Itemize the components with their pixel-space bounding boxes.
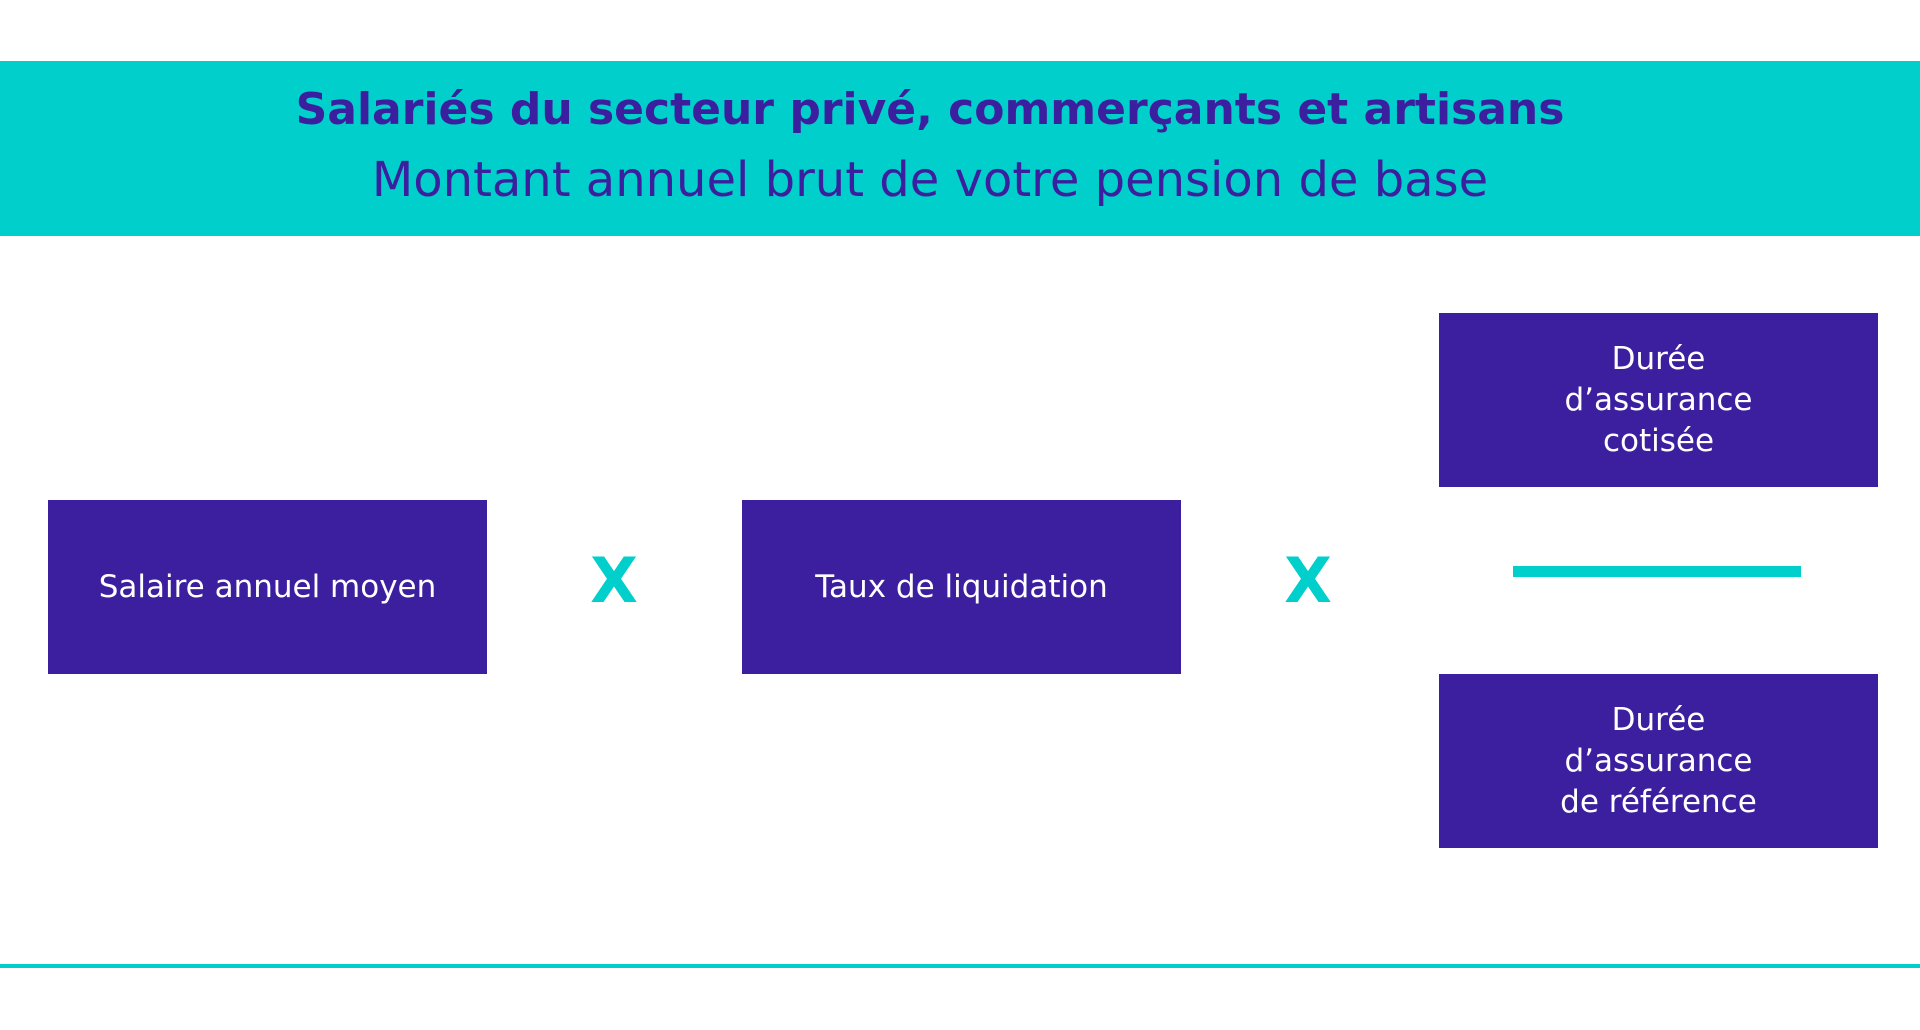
- factor-salaire-annuel-moyen: Salaire annuel moyen: [48, 500, 487, 674]
- multiply-operator: X: [590, 544, 638, 617]
- fraction-denominator: Durée d’assurance de référence: [1439, 674, 1878, 848]
- bottom-divider: [0, 964, 1920, 968]
- numerator-label: Durée d’assurance cotisée: [1439, 339, 1878, 462]
- diagram-subtitle: Montant annuel brut de votre pension de …: [371, 152, 1489, 208]
- header-band: [0, 61, 1920, 236]
- numerator-line: Durée: [1611, 340, 1706, 377]
- fraction-bar: [1513, 566, 1801, 577]
- numerator-line: d’assurance: [1564, 381, 1753, 418]
- multiply-operator: X: [1284, 544, 1332, 617]
- factor-label: Salaire annuel moyen: [98, 568, 437, 605]
- factor-taux-de-liquidation: Taux de liquidation: [742, 500, 1181, 674]
- denominator-label: Durée d’assurance de référence: [1439, 700, 1878, 823]
- denominator-line: Durée: [1611, 701, 1706, 738]
- numerator-line: cotisée: [1602, 422, 1715, 459]
- denominator-line: de référence: [1560, 783, 1757, 820]
- factor-label: Taux de liquidation: [815, 568, 1108, 605]
- fraction-numerator: Durée d’assurance cotisée: [1439, 313, 1878, 487]
- diagram-title: Salariés du secteur privé, commerçants e…: [295, 84, 1565, 135]
- denominator-line: d’assurance: [1564, 742, 1753, 779]
